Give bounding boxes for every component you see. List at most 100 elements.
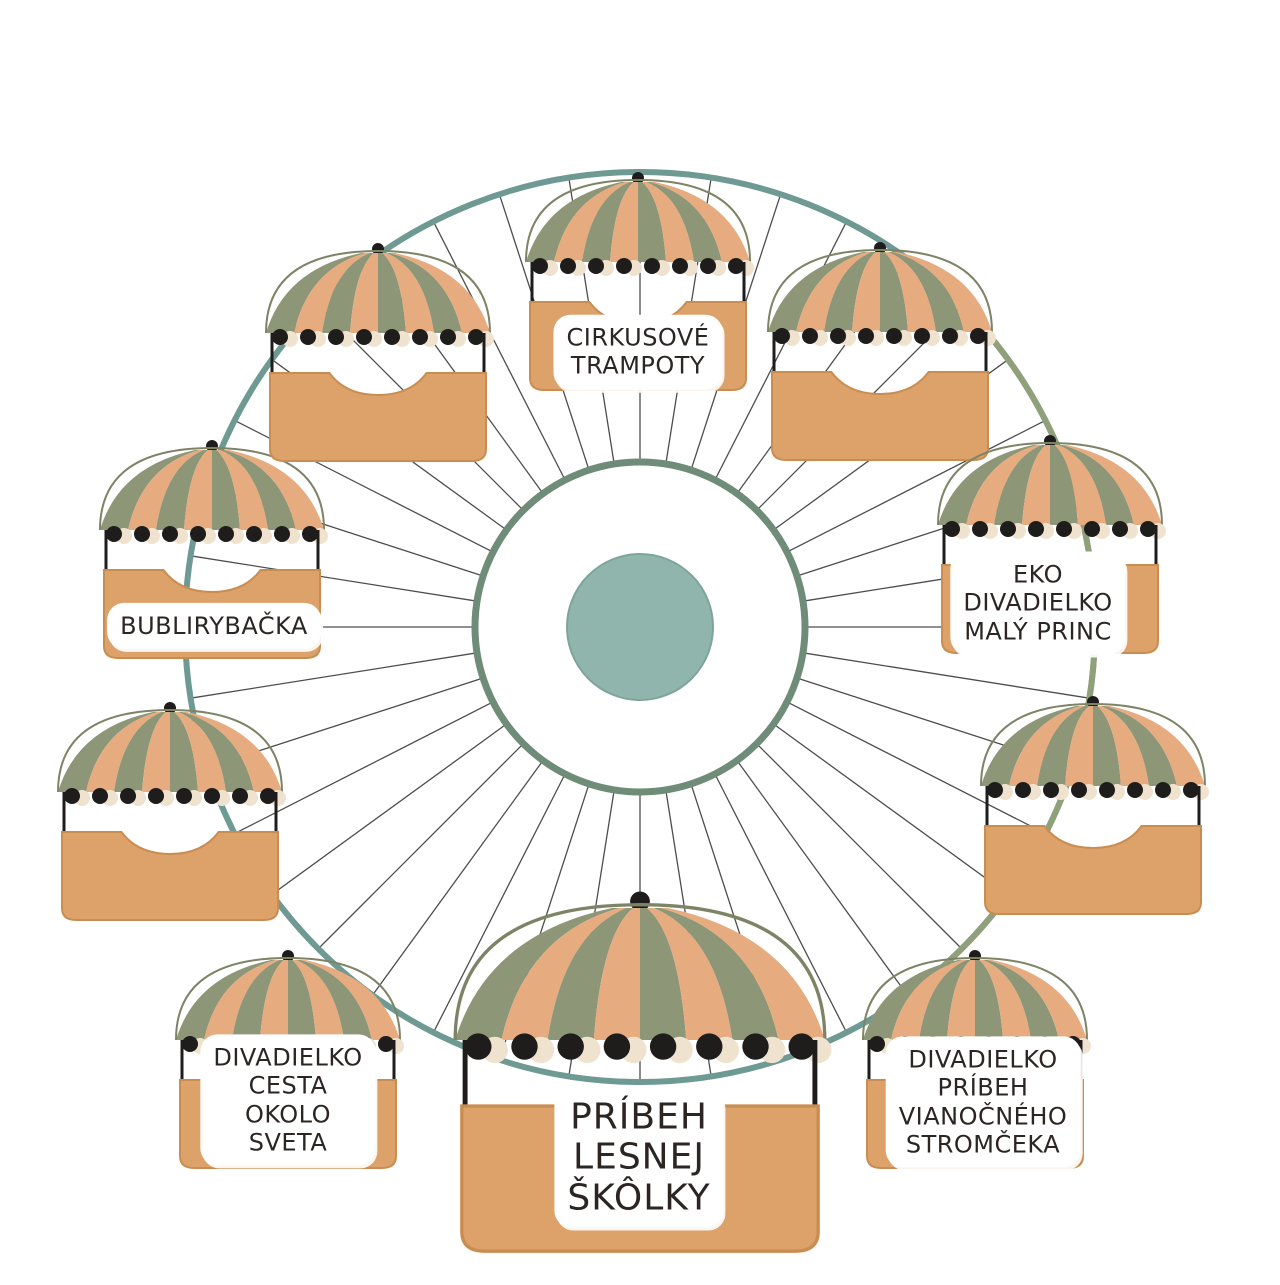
- fringe-dot: [511, 1033, 538, 1060]
- label-line: TRAMPOTY: [570, 352, 706, 380]
- fringe-dot: [1183, 782, 1199, 798]
- canopy-stripe: [322, 253, 374, 333]
- canopy-stripe: [650, 182, 750, 262]
- canopy-stripe: [554, 182, 630, 262]
- label-line: EKO: [1013, 560, 1063, 589]
- cabin-label-eko-divadielko[interactable]: EKO DIVADIELKO MALÝ PRINC: [953, 554, 1123, 652]
- cabin-label-cirkusove-trampoty[interactable]: CIRKUSOVÉ TRAMPOTY: [556, 317, 720, 387]
- fringe-dot: [246, 526, 262, 542]
- cabin-label-divadielko-cesta[interactable]: DIVADIELKO CESTA OKOLO SVETA: [203, 1037, 373, 1163]
- cabin-label-pribeh-lesnej-skolky[interactable]: PRÍBEH LESNEJ ŠKÔLKY: [557, 1091, 721, 1225]
- fringe-dot: [944, 521, 960, 537]
- spoke: [756, 743, 963, 950]
- canopy-outline: [99, 446, 325, 531]
- canopy-stripe: [983, 960, 1059, 1040]
- spoke: [736, 760, 908, 996]
- canopy-stripe: [204, 960, 280, 1040]
- canopy-stripe: [824, 252, 876, 332]
- fringe-dot: [644, 258, 660, 274]
- label-line: DIVADIELKO: [213, 1043, 363, 1072]
- fringe-dot: [742, 1033, 769, 1060]
- cabin-basket: [269, 372, 487, 462]
- fringe-dot: [942, 328, 958, 344]
- spoke: [714, 773, 848, 1033]
- canopy-stripe: [610, 182, 638, 262]
- fringe-dot: [788, 1033, 815, 1060]
- label-line: VIANOČNÉHO: [898, 1102, 1068, 1130]
- fringe-dot: [858, 328, 874, 344]
- canopy-stripe: [390, 253, 490, 333]
- fringe-dot: [272, 329, 288, 345]
- fringe-dot: [802, 328, 818, 344]
- canopy-stripe: [114, 712, 166, 792]
- cabin-label-divadielko-pribeh-vianocneho[interactable]: DIVADIELKO PRÍBEH VIANOČNÉHO STROMČEKA: [888, 1039, 1078, 1165]
- label-line: CIRKUSOVÉ: [566, 323, 710, 352]
- fringe-dot: [1112, 521, 1128, 537]
- canopy-stripe: [178, 712, 254, 792]
- label-line: OKOLO: [244, 1100, 332, 1128]
- fringe-dot: [560, 258, 576, 274]
- gondola-cabin: [767, 242, 996, 461]
- canopy-stripe: [966, 445, 1042, 525]
- canopy-stripe: [501, 908, 627, 1040]
- fringe-dot: [412, 329, 428, 345]
- canopy-stripe: [979, 960, 1031, 1040]
- canopy-stripe: [768, 252, 868, 332]
- cabin-label-bublirybacka[interactable]: BUBLIRYBAČKA: [110, 605, 318, 647]
- fringe-dot: [134, 526, 150, 542]
- canopy-outline: [453, 903, 827, 1041]
- canopy-stripe: [547, 908, 634, 1040]
- spoke: [714, 221, 848, 481]
- fringe-dot: [1099, 782, 1115, 798]
- canopy-outline: [767, 248, 993, 333]
- canopy-stripe: [642, 182, 694, 262]
- spoke: [234, 701, 494, 835]
- canopy-stripe: [100, 450, 200, 530]
- fringe-dot: [972, 521, 988, 537]
- canopy-stripe: [1065, 706, 1093, 786]
- canopy-stripe: [880, 252, 908, 332]
- canopy-stripe: [640, 908, 687, 1040]
- fringe-dot: [120, 788, 136, 804]
- canopy-stripe: [296, 960, 372, 1040]
- canopy-stripe: [582, 182, 634, 262]
- label-line: PRÍBEH: [937, 1073, 1029, 1102]
- canopy-outline: [937, 441, 1163, 526]
- canopy-stripe: [176, 960, 276, 1040]
- gondola-cabin: [265, 243, 494, 462]
- fringe-dot: [384, 329, 400, 345]
- canopy-stripe: [660, 908, 825, 1040]
- fringe-dot: [728, 258, 744, 274]
- canopy-stripe: [1097, 706, 1149, 786]
- canopy-outline: [862, 956, 1088, 1041]
- fringe-dot: [1140, 521, 1156, 537]
- canopy-outline: [265, 249, 491, 334]
- fringe-dot: [886, 328, 902, 344]
- fringe-dot: [830, 328, 846, 344]
- fringe-dot: [914, 328, 930, 344]
- fringe-dot: [465, 1033, 492, 1060]
- label-line: MALÝ PRINC: [964, 617, 1112, 646]
- fringe-dot: [696, 1033, 723, 1060]
- fringe-dot: [302, 526, 318, 542]
- fringe-dot: [774, 328, 790, 344]
- gondola-cabin: [980, 696, 1209, 915]
- fringe-dot: [378, 1036, 394, 1052]
- canopy-stripe: [300, 960, 400, 1040]
- fringe-dot: [356, 329, 372, 345]
- label-line: STROMČEKA: [905, 1130, 1061, 1159]
- canopy-stripe: [266, 253, 366, 333]
- fringe-dot: [1056, 521, 1072, 537]
- canopy-outline: [525, 178, 751, 263]
- canopy-outline: [175, 956, 401, 1041]
- canopy-stripe: [1093, 706, 1121, 786]
- fringe-dot: [1084, 521, 1100, 537]
- canopy-stripe: [1050, 445, 1078, 525]
- canopy-stripe: [292, 960, 344, 1040]
- canopy-stripe: [646, 182, 722, 262]
- fringe-dot: [176, 788, 192, 804]
- fringe-dot: [106, 526, 122, 542]
- label-line: ŠKÔLKY: [567, 1177, 711, 1219]
- gondola-cabin: [57, 702, 286, 921]
- canopy-stripe: [174, 712, 226, 792]
